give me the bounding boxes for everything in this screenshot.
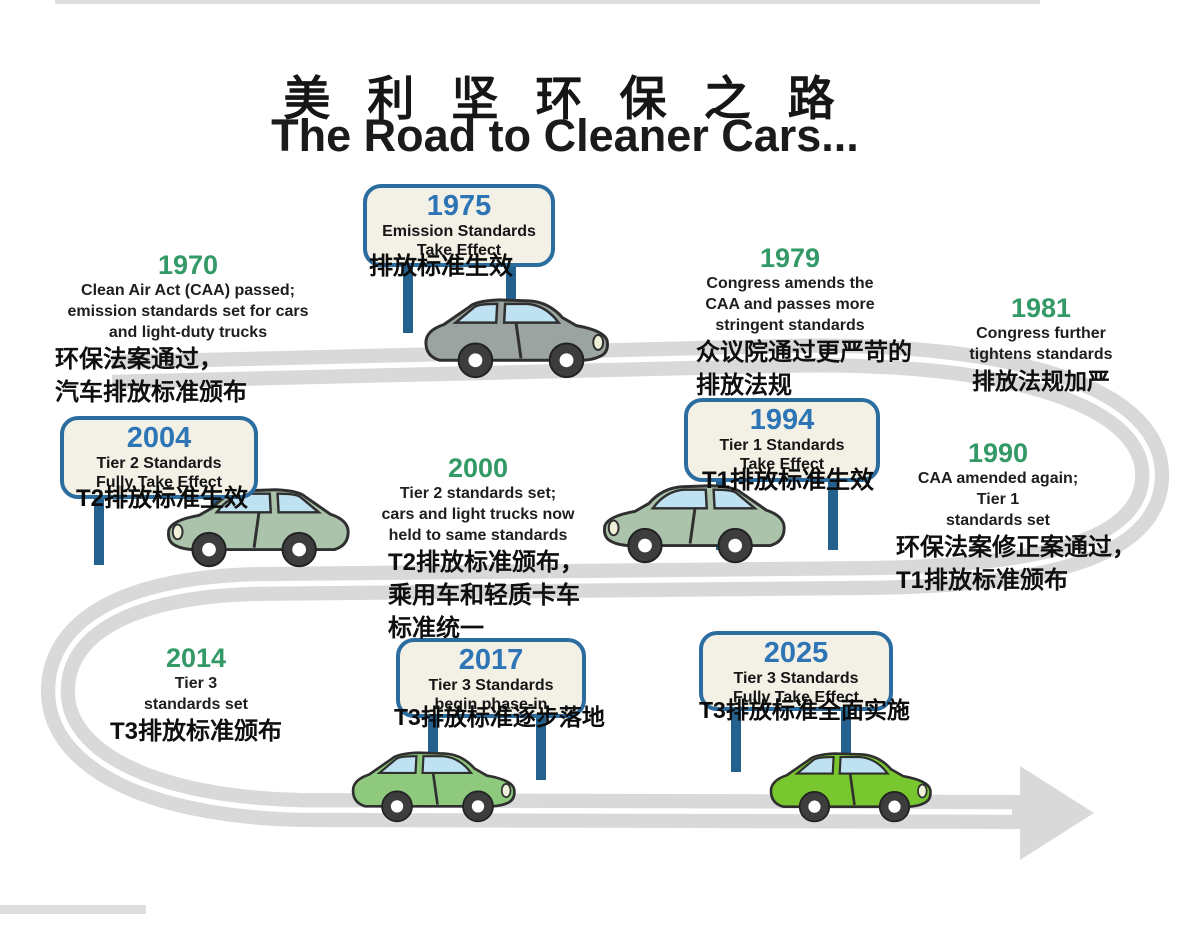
note-1970-zh-line: 环保法案通过， [55, 346, 223, 373]
year-2014: 2014 [165, 643, 227, 673]
year-1994: 1994 [749, 404, 815, 436]
sign-post-2025-left [731, 709, 741, 772]
sign-1994: 1994 Tier 1 Standards Take Effect T1排放标准… [684, 398, 880, 494]
milestone-1981: 1981 Congress further tightens standards… [935, 293, 1147, 398]
sign-1975-zh: 排放标准生效 [369, 253, 513, 280]
sign-2004: 2004 Tier 2 Standards Fully Take Effect … [60, 416, 258, 512]
sign-post-2004-left [94, 497, 104, 565]
sign-post-2017-right [536, 716, 546, 780]
sign-2004-en-line: Fully Take Effect [96, 474, 222, 491]
note-2000-en-line: cars and light trucks now [381, 506, 575, 523]
year-2000: 2000 [447, 453, 509, 483]
sign-2017-zh: T3排放标准逐步落地 [394, 704, 605, 730]
year-2004: 2004 [126, 422, 192, 454]
note-1970-en-line: Clean Air Act (CAA) passed; [81, 282, 295, 299]
road-center-stripe [55, 352, 1155, 815]
sign-2025-zh: T3排放标准全面实施 [699, 697, 910, 723]
year-2017: 2017 [458, 644, 524, 676]
edge-artifact-top [55, 0, 1040, 4]
year-2025: 2025 [763, 637, 829, 669]
note-1981-zh-line: 排放法规加严 [972, 368, 1110, 394]
car-2025 [764, 742, 938, 833]
note-2014-en-line: standards set [143, 696, 249, 713]
year-1981: 1981 [1010, 293, 1072, 323]
note-2014-zh-line: T3排放标准颁布 [109, 718, 282, 745]
sign-2004-zh: T2排放标准生效 [76, 485, 249, 512]
sign-2017-en-line: Tier 3 Standards [428, 677, 554, 694]
note-1981-en-line: Congress further [976, 325, 1106, 342]
note-1990-zh-line: T1排放标准颁布 [896, 567, 1069, 594]
sign-2017: 2017 Tier 3 Standards begin phase-in T3排… [394, 638, 605, 730]
year-1970: 1970 [157, 250, 219, 280]
car-2017 [346, 741, 522, 833]
note-1970-en-line: emission standards set for cars [67, 303, 309, 320]
sign-post-2017-left [428, 716, 438, 780]
year-1975: 1975 [426, 190, 492, 222]
road-arrow-head [1020, 766, 1094, 860]
note-2000-zh-line: 标准统一 [388, 615, 484, 642]
note-1970-en-line: and light-duty trucks [108, 324, 268, 341]
note-1979-en-line: Congress amends the [706, 275, 874, 292]
sign-2004-en-line: Tier 2 Standards [96, 455, 222, 472]
note-2000-en-line: Tier 2 standards set; [399, 485, 557, 502]
note-1979-zh-line: 众议院通过更严苛的 [696, 339, 912, 366]
milestone-1979: 1979 Congress amends the CAA and passes … [666, 243, 914, 402]
note-2000-zh-line: 乘用车和轻质卡车 [388, 582, 580, 609]
edge-artifact-bottom-left [0, 905, 146, 914]
note-2014-en-line: Tier 3 [174, 675, 218, 692]
note-2000-en-line: held to same standards [388, 527, 568, 544]
note-1990-en-line: Tier 1 [976, 491, 1020, 508]
sign-post-1975-right [506, 265, 516, 305]
milestone-2000: 2000 Tier 2 standards set; cars and ligh… [358, 453, 598, 645]
note-1990-en-line: standards set [945, 512, 1051, 529]
year-1990: 1990 [967, 438, 1029, 468]
note-1990-zh-line: 环保法案修正案通过， [896, 534, 1136, 561]
sign-1975-en-line: Emission Standards [382, 223, 536, 240]
sign-post-1994-right [828, 480, 838, 550]
sign-post-2025-right [841, 709, 851, 772]
milestone-1990: 1990 CAA amended again; Tier 1 standards… [888, 438, 1136, 597]
milestone-2014: 2014 Tier 3 standards set T3排放标准颁布 [96, 643, 296, 748]
sign-1975-en-line: Take Effect [416, 242, 502, 259]
note-2000-zh-line: T2排放标准颁布， [388, 549, 585, 576]
note-1970-zh-line: 汽车排放标准颁布 [55, 379, 247, 406]
sign-1994-en-line: Tier 1 Standards [719, 437, 845, 454]
note-1979-en-line: CAA and passes more [705, 296, 875, 313]
page-title-zh: 美 利 坚 环 保 之 路 [283, 72, 847, 125]
note-1990-en-line: CAA amended again; [917, 470, 1079, 487]
year-1979: 1979 [759, 243, 821, 273]
milestone-1970: 1970 Clean Air Act (CAA) passed; emissio… [28, 250, 348, 409]
car-1975 [418, 287, 616, 390]
sign-1994-zh: T1排放标准生效 [702, 467, 875, 494]
sign-2025: 2025 Tier 3 Standards Fully Take Effect … [699, 631, 910, 723]
sign-1975: 1975 Emission Standards Take Effect 排放标准… [363, 184, 555, 280]
page-title-en: The Road to Cleaner Cars... [271, 110, 859, 161]
sign-2017-en-line: begin phase-in [434, 696, 548, 713]
sign-1994-en-line: Take Effect [739, 456, 825, 473]
sign-post-1975-left [403, 265, 413, 333]
note-1979-zh-line: 排放法规 [696, 372, 792, 399]
note-1979-en-line: stringent standards [715, 317, 865, 334]
sign-2025-en-line: Tier 3 Standards [733, 670, 859, 687]
note-1981-en-line: tightens standards [969, 346, 1113, 363]
sign-2025-en-line: Fully Take Effect [733, 689, 859, 706]
